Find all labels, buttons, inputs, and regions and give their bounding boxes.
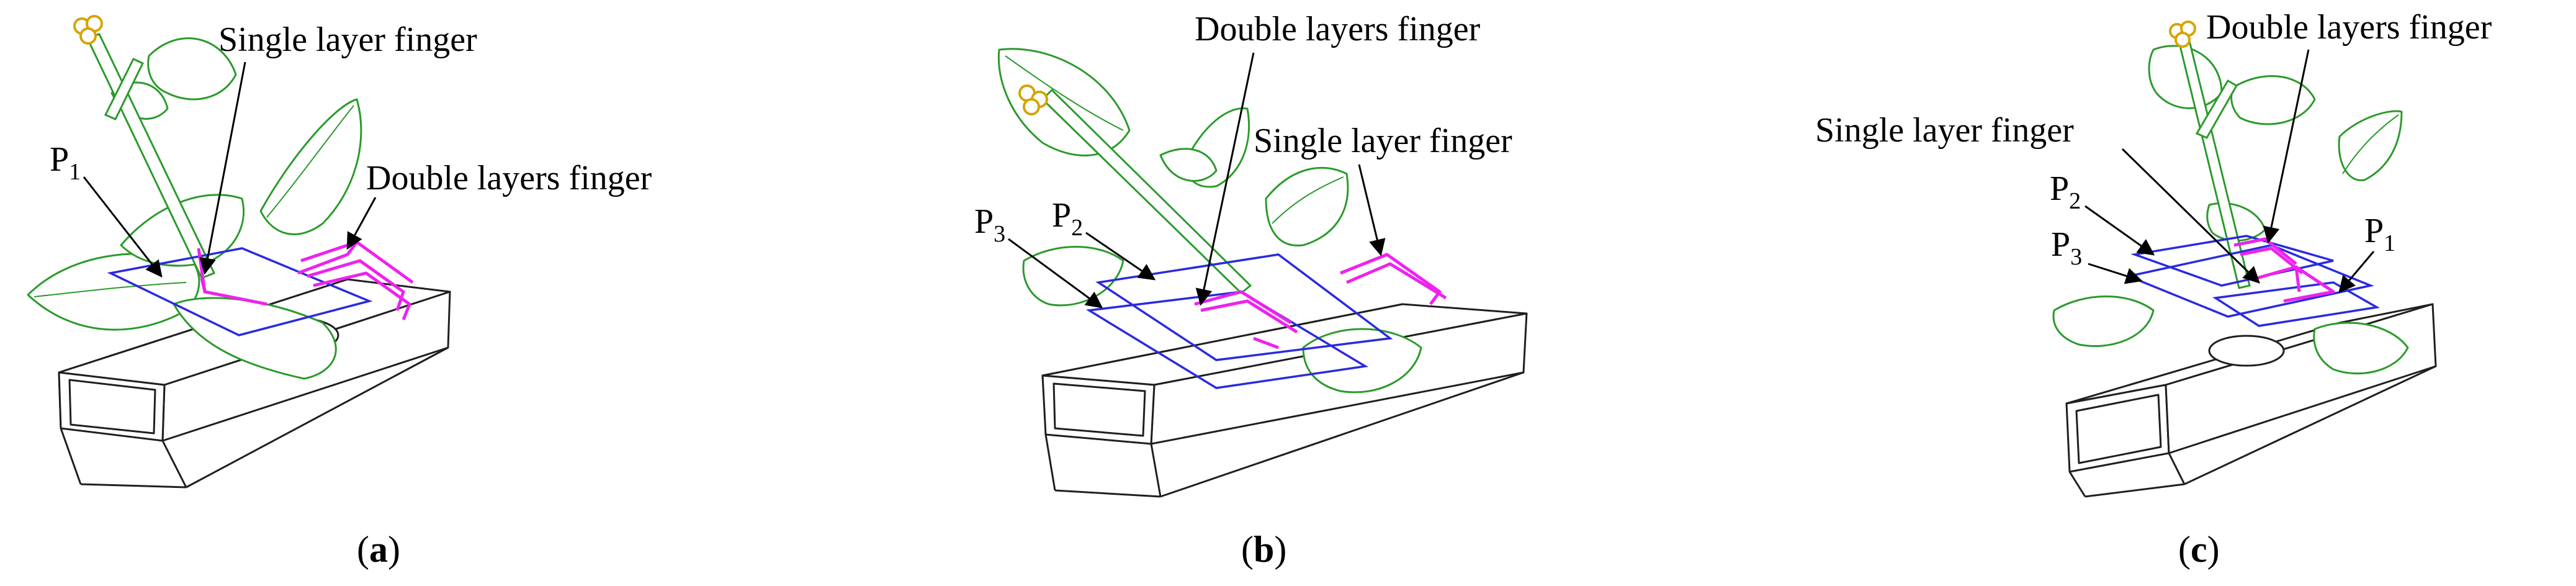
plane-p2-c xyxy=(2130,235,2334,287)
label-p1-c: P1 xyxy=(2364,212,2395,256)
plant-leaves-c xyxy=(2052,45,2409,375)
leader-p2-c xyxy=(2085,205,2155,256)
leader-p3-b xyxy=(1008,238,1103,309)
plant-leaves-a xyxy=(27,37,362,380)
caption-a: (a) xyxy=(357,529,400,570)
leader-single-a xyxy=(199,61,246,275)
leader-double-b xyxy=(1195,52,1255,306)
label-double-layers-finger-c: Double layers finger xyxy=(2206,8,2492,47)
leader-double-c xyxy=(2263,49,2310,244)
leader-single-c xyxy=(2121,148,2260,284)
label-p3-c: P3 xyxy=(2051,225,2082,270)
panel-a: Single layer finger Double layers finger… xyxy=(27,15,652,570)
plane-p1-c xyxy=(2212,281,2381,327)
leader-p1-a xyxy=(83,176,163,278)
plant-stem-a xyxy=(73,15,216,279)
caption-b: (b) xyxy=(1241,529,1286,570)
label-double-layers-finger-b: Double layers finger xyxy=(1195,10,1481,48)
plant-leaves-b xyxy=(997,48,1422,394)
caption-c: (c) xyxy=(2178,529,2220,570)
single-layer-finger-c xyxy=(2252,265,2335,303)
leader-p1-c xyxy=(2338,251,2375,294)
label-p2-b: P2 xyxy=(1052,196,1083,241)
label-p3-b: P3 xyxy=(974,202,1005,247)
leader-double-a xyxy=(346,197,377,250)
label-single-layer-finger-a: Single layer finger xyxy=(218,20,477,59)
label-p2-c: P2 xyxy=(2050,169,2081,214)
label-double-layers-finger-a: Double layers finger xyxy=(366,159,652,197)
label-p1-a: P1 xyxy=(50,140,81,185)
plant-stem-b xyxy=(1018,84,1252,294)
leader-p3-c xyxy=(2088,263,2143,284)
plant-stem-c xyxy=(2169,20,2251,289)
leader-single-b xyxy=(1358,164,1386,256)
panel-b: Double layers finger Single layer finger… xyxy=(974,10,1528,570)
leader-p2-b xyxy=(1085,232,1156,281)
label-single-layer-finger-c: Single layer finger xyxy=(1815,111,2074,150)
plane-p3-b xyxy=(1085,291,1369,389)
plane-p3-c xyxy=(2125,244,2374,318)
single-layer-finger-b xyxy=(1340,253,1447,305)
label-single-layer-finger-b: Single layer finger xyxy=(1254,122,1512,160)
tube-b xyxy=(1041,303,1528,498)
panel-c: Double layers finger Single layer finger… xyxy=(1815,8,2492,570)
plane-p2-b xyxy=(1095,253,1393,361)
plane-p1-a xyxy=(107,247,373,336)
